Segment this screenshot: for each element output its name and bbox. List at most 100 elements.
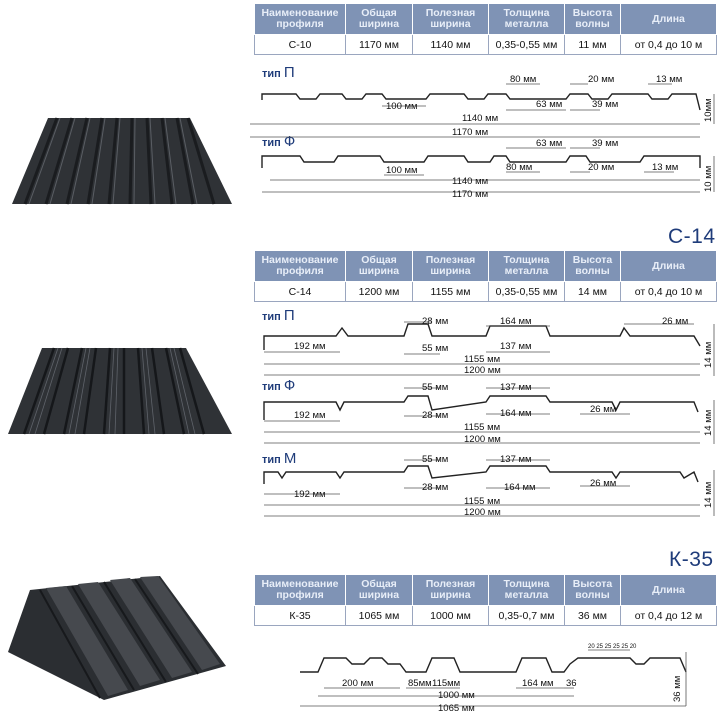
dim-label: 14 мм [703,482,714,508]
dim-label: 1155 мм [464,496,500,507]
dim-label: 164 мм [500,408,532,419]
dim-label: 20 мм [588,74,614,85]
profile-c10-p [261,93,701,111]
dim-label: 85мм [408,678,432,689]
type-label-c14-p: тип П [262,307,295,324]
cell-wave-height: 11 мм [564,34,621,55]
dim-label: 192 мм [294,410,326,421]
header-name: Наименование профиля [254,250,346,282]
cell-thickness: 0,35-0,55 мм [488,281,565,302]
dim-label: 13 мм [656,74,682,85]
header-total-width: Общая ширина [345,574,413,606]
dim-label: 115мм [432,678,460,689]
cell-total-width: 1200 мм [345,281,413,302]
cell-useful-width: 1000 мм [412,605,489,626]
header-name: Наименование профиля [254,3,346,35]
header-name: Наименование профиля [254,574,346,606]
cell-total-width: 1065 мм [345,605,413,626]
dim-label: 20 25 25 25 25 20 [588,644,637,650]
profile-c14-f [263,395,699,420]
type-label-c14-m: тип М [262,450,297,467]
dim-label: 100 мм [386,165,418,176]
dim-label: 164 мм [522,678,554,689]
type-label-c10-f: тип Ф [262,133,296,150]
header-useful-width: Полезная ширина [412,250,489,282]
header-total-width: Общая ширина [345,250,413,282]
cell-name: С-10 [254,34,346,55]
cell-thickness: 0,35-0,7 мм [488,605,565,626]
dim-label: 55 мм [422,382,448,393]
cell-name: К-35 [254,605,346,626]
header-wave-height: Высота волны [564,3,621,35]
dim-label: 137 мм [500,454,532,465]
dim-label: 26 мм [662,316,688,327]
dim-label: 137 мм [500,341,532,352]
spec-table-c10: Наименование профиля Общая ширина Полезн… [254,3,717,55]
dim-label: 137 мм [500,382,532,393]
product-title-c14: С-14 [668,225,716,248]
dim-label: 28 мм [422,316,448,327]
dim-label: 26 мм [590,478,616,489]
cell-length: от 0,4 до 10 м [620,281,717,302]
dim-label: 1155 мм [464,354,500,365]
dim-label: 1155 мм [464,422,500,433]
cell-useful-width: 1155 мм [412,281,489,302]
spec-table-c14: Наименование профиля Общая ширина Полезн… [254,250,717,302]
dim-label: 1200 мм [464,507,501,518]
dim-label: 192 мм [294,489,326,500]
type-label-c14-f: тип Ф [262,377,296,394]
dim-label: 13 мм [652,162,678,173]
cell-useful-width: 1140 мм [412,34,489,55]
dim-label: 39 мм [592,99,618,110]
header-length: Длина [620,3,717,35]
dim-label: 55 мм [422,343,448,354]
cell-total-width: 1170 мм [345,34,413,55]
cell-length: от 0,4 до 12 м [620,605,717,626]
dim-label: 1140 мм [462,113,498,124]
profile-c10-f [261,155,701,168]
dim-label: 28 мм [422,410,448,421]
header-useful-width: Полезная ширина [412,3,489,35]
dim-label: 63 мм [536,138,562,149]
header-useful-width: Полезная ширина [412,574,489,606]
header-thickness: Толщина металла [488,250,565,282]
dim-label: 36 [566,678,577,689]
dim-label: 1170 мм [452,189,488,200]
dim-label: 10 мм [703,166,714,192]
cell-wave-height: 14 мм [564,281,621,302]
dim-label: 39 мм [592,138,618,149]
dim-label: 20 мм [588,162,614,173]
spec-table-k35: Наименование профиля Общая ширина Полезн… [254,574,717,626]
dim-label: 200 мм [342,678,374,689]
dim-label: 80 мм [506,162,532,173]
product-title-k35: К-35 [669,548,714,571]
type-label-c10-p: тип П [262,64,295,81]
header-wave-height: Высота волны [564,250,621,282]
profile-c14-m [263,465,699,484]
dim-label: 1170 мм [452,127,488,138]
dim-label: 14 мм [703,342,714,368]
dim-label: 80 мм [510,74,536,85]
profile-c14-p [263,323,701,350]
dim-label: 28 мм [422,482,448,493]
dim-label: 100 мм [386,101,418,112]
dim-label: 164 мм [504,482,536,493]
dim-label: 26 мм [590,404,616,415]
dim-label: 1065 мм [438,703,475,714]
dim-label: 1200 мм [464,434,501,445]
dim-label: 192 мм [294,341,326,352]
dim-label: 1000 мм [438,690,475,701]
dim-label: 14 мм [703,410,714,436]
dim-label: 10мм [703,98,714,122]
header-total-width: Общая ширина [345,3,413,35]
dim-label: 63 мм [536,99,562,110]
profile-k35 [300,657,687,673]
cell-thickness: 0,35-0,55 мм [488,34,565,55]
dim-label: 1200 мм [464,365,501,376]
cell-length: от 0,4 до 10 м [620,34,717,55]
dim-label: 1140 мм [452,176,488,187]
header-thickness: Толщина металла [488,3,565,35]
dim-label: 164 мм [500,316,532,327]
dim-label: 36 мм [672,676,683,702]
